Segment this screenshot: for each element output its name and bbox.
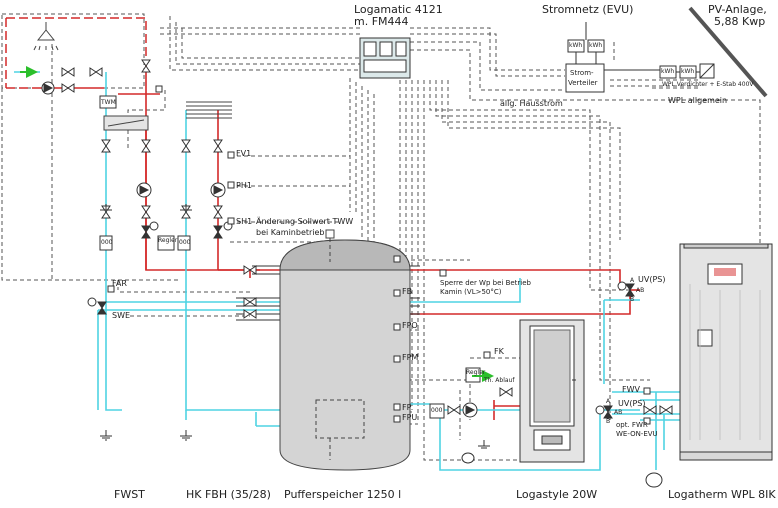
opt-fwr-label: opt. FWR (616, 421, 648, 429)
sh1-label: SH1 (236, 217, 253, 226)
hk-fbh-label: HK FBH (35/28) (186, 488, 271, 501)
mixing-valves (87, 221, 635, 419)
port-a-bottom: A (606, 398, 611, 405)
controller-title: Logamatic 4121 (354, 3, 443, 16)
pump-logastyle-icon (462, 402, 478, 418)
uvps-top-label: UV(PS) (638, 275, 666, 284)
pv-subtitle: 5,88 Kwp (714, 15, 766, 28)
pv-panel-icon (688, 6, 768, 98)
drains (100, 204, 490, 449)
hausstrom-label: allg. Hausstrom (500, 99, 563, 108)
pumps (41, 81, 478, 418)
port-a-top: A (630, 277, 635, 284)
fk-label: FK (494, 347, 504, 356)
fpo-label: FPO (402, 321, 418, 330)
far-label: FAR (112, 279, 127, 288)
meter-label-2: kWh (589, 42, 603, 49)
meter-label-4: kWh (681, 68, 695, 75)
logatherm-heatpump (679, 243, 773, 461)
heating-circuit-coil (186, 101, 232, 119)
buffer-tank (279, 229, 411, 471)
dhw-exchanger (103, 115, 149, 131)
mains-line (5, 17, 147, 89)
ph1-label: PH1 (236, 181, 252, 190)
uvps-bottom-label: UV(PS) (618, 399, 646, 408)
fp-label: FP (402, 403, 412, 412)
fwst-label: FWST (114, 488, 145, 501)
logastyle-label: Logastyle 20W (516, 488, 598, 501)
port-ab-top: AB (636, 287, 645, 294)
regler-label-2: Regler (466, 369, 486, 376)
twm-label: TWM (101, 99, 116, 106)
pump-mains-icon (41, 81, 55, 95)
logastyle-stove (519, 319, 585, 463)
thermo-display-2: 000 (179, 239, 191, 246)
fwv-label: FWV (622, 385, 640, 394)
tank-connections (236, 265, 420, 321)
buffer-label: Pufferspeicher 1250 l (284, 488, 402, 501)
sperre-label-1: Sperre der Wp bei Betrieb (440, 279, 531, 287)
wpl-verdichter-label: WPL Verdichter + E-Stab 400V (662, 81, 754, 88)
distributor-label-2: Verteiler (568, 79, 598, 87)
thermo-display-1: 000 (101, 239, 113, 246)
pump-dhw-icon (136, 182, 152, 198)
flow-arrows (20, 66, 494, 382)
aenderung-label-1: Änderung Sollwert TWW (256, 217, 354, 226)
th-ablauf-label: Th. Ablauf (484, 377, 515, 384)
fv1-label: FV1 (236, 149, 252, 158)
controller-subtitle: m. FM444 (354, 15, 409, 28)
port-b-bottom: B (606, 418, 611, 425)
expansion-vessels (461, 452, 663, 488)
logamatic-controller (359, 37, 411, 79)
thermo-display-3: 000 (431, 407, 443, 414)
wpl-allgemein-label: WPL allgemein (668, 96, 728, 105)
fpm-label: FPM (402, 353, 419, 362)
fb-label: FB (402, 287, 413, 296)
regler-label-1: Regler (158, 237, 178, 244)
aenderung-label-2: bei Kaminbetrieb (256, 228, 325, 237)
valves (61, 59, 673, 415)
pump-hk-icon (210, 182, 226, 198)
shower-icon (33, 22, 59, 51)
port-b-top: B (630, 296, 635, 303)
port-ab-bottom: AB (614, 409, 623, 416)
sperre-label-2: Kamin (VL>50°C) (440, 288, 502, 296)
we-on-evu-label: WE-ON-EVU (616, 430, 658, 438)
swe-label: SWE (112, 311, 131, 320)
pv-title: PV-Anlage, (708, 3, 767, 16)
logatherm-label: Logatherm WPL 8IK (668, 488, 776, 501)
meter-label-1: kWh (569, 42, 583, 49)
fpu-label: FPU (402, 413, 418, 422)
meter-label-3: kWh (661, 68, 675, 75)
temperature-sensors (107, 85, 651, 425)
grid-title: Stromnetz (EVU) (542, 3, 634, 16)
distributor-label-1: Strom- (570, 69, 594, 77)
power-distribution (565, 22, 715, 93)
